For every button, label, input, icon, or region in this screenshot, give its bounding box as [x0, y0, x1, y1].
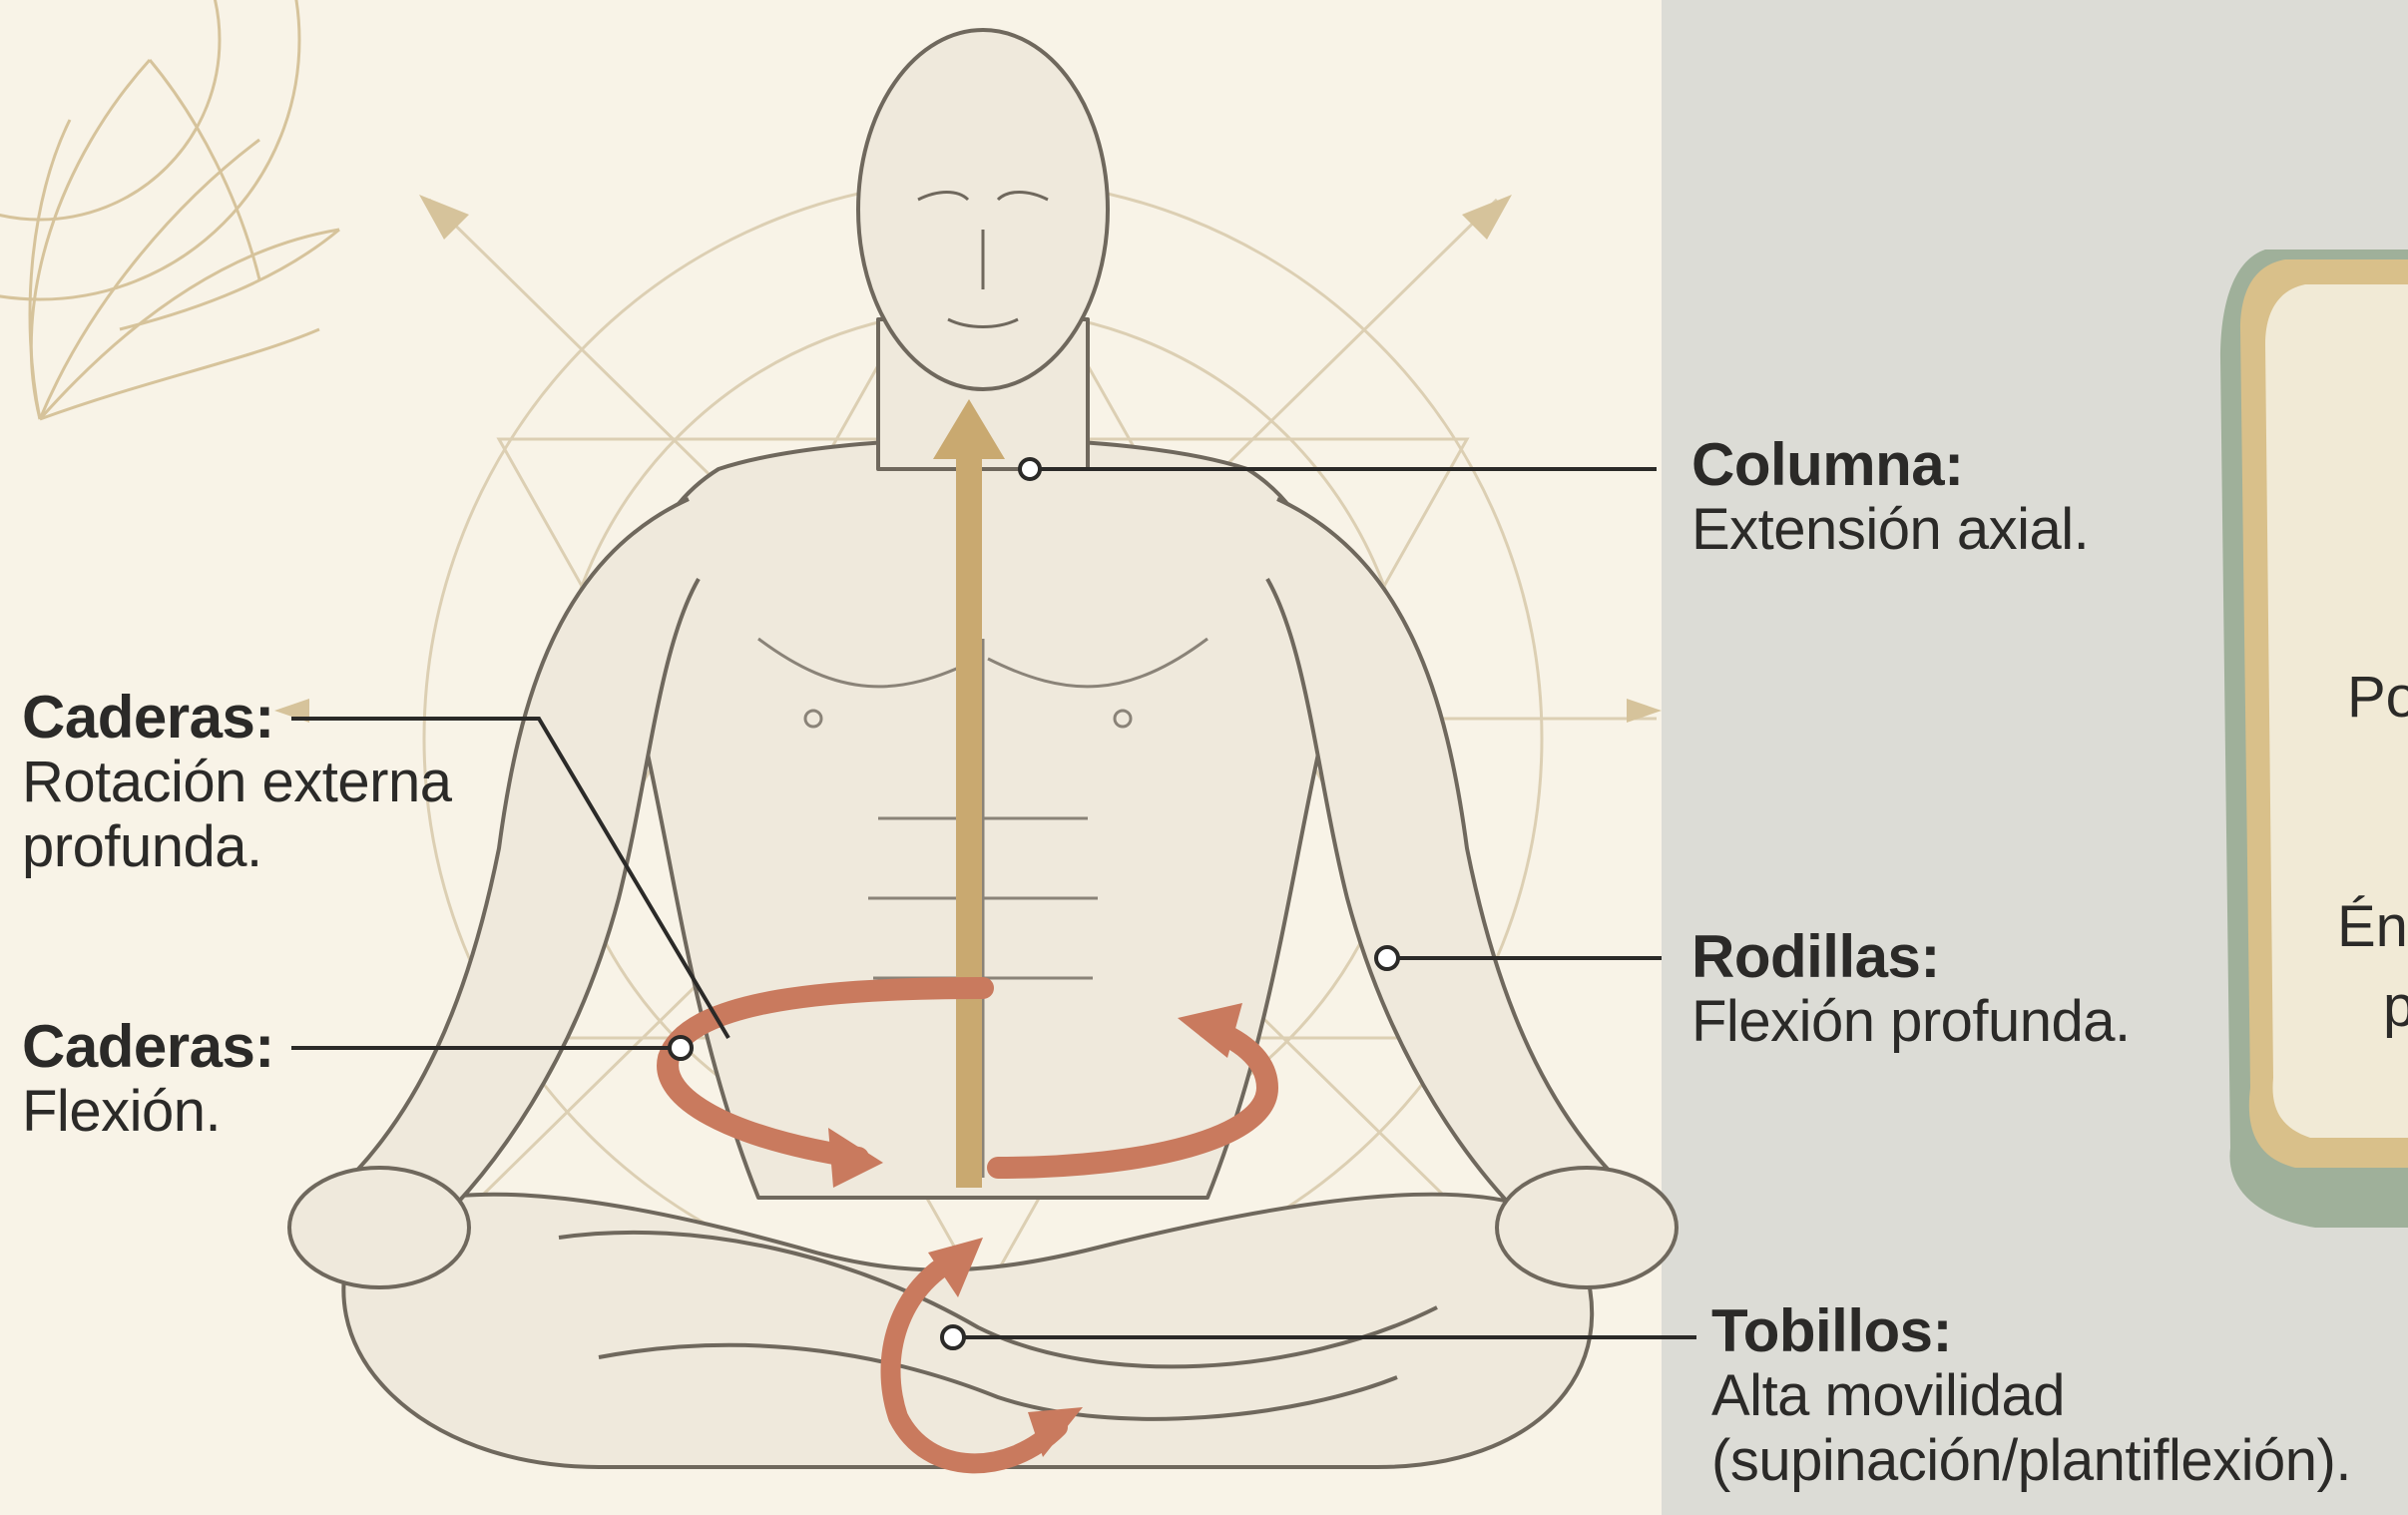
label-caderas-flexion-title: Caderas:: [22, 1013, 274, 1080]
label-caderas-rotacion-title: Caderas:: [22, 684, 451, 751]
label-rodillas: Rodillas: Flexión profunda.: [1691, 923, 2131, 1055]
lotus-ornament-icon: [0, 0, 339, 419]
label-caderas-rotacion: Caderas: Rotación externa profunda.: [22, 684, 451, 880]
card-fragment-3: p: [2383, 973, 2408, 1040]
label-columna-text: Extensión axial.: [1691, 498, 2089, 563]
label-tobillos-title: Tobillos:: [1711, 1297, 2351, 1364]
label-tobillos-line1: Alta movilidad: [1711, 1364, 2351, 1429]
label-rodillas-title: Rodillas:: [1691, 923, 2131, 990]
label-caderas-rotacion-line1: Rotación externa: [22, 751, 451, 815]
label-columna-title: Columna:: [1691, 431, 2089, 498]
label-tobillos-line2: (supinación/plantiflexión).: [1711, 1429, 2351, 1494]
label-caderas-flexion: Caderas: Flexión.: [22, 1013, 274, 1145]
card-fragment-2: Ént: [2337, 893, 2408, 960]
seated-figure-illustration: [289, 30, 1677, 1467]
card-fragment-1: Po: [2347, 664, 2408, 731]
label-columna: Columna: Extensión axial.: [1691, 431, 2089, 563]
label-tobillos: Tobillos: Alta movilidad (supinación/pla…: [1711, 1297, 2351, 1494]
label-caderas-rotacion-line2: profunda.: [22, 815, 451, 880]
info-card: [2220, 250, 2408, 1228]
label-caderas-flexion-text: Flexión.: [22, 1080, 274, 1145]
label-rodillas-text: Flexión profunda.: [1691, 990, 2131, 1055]
